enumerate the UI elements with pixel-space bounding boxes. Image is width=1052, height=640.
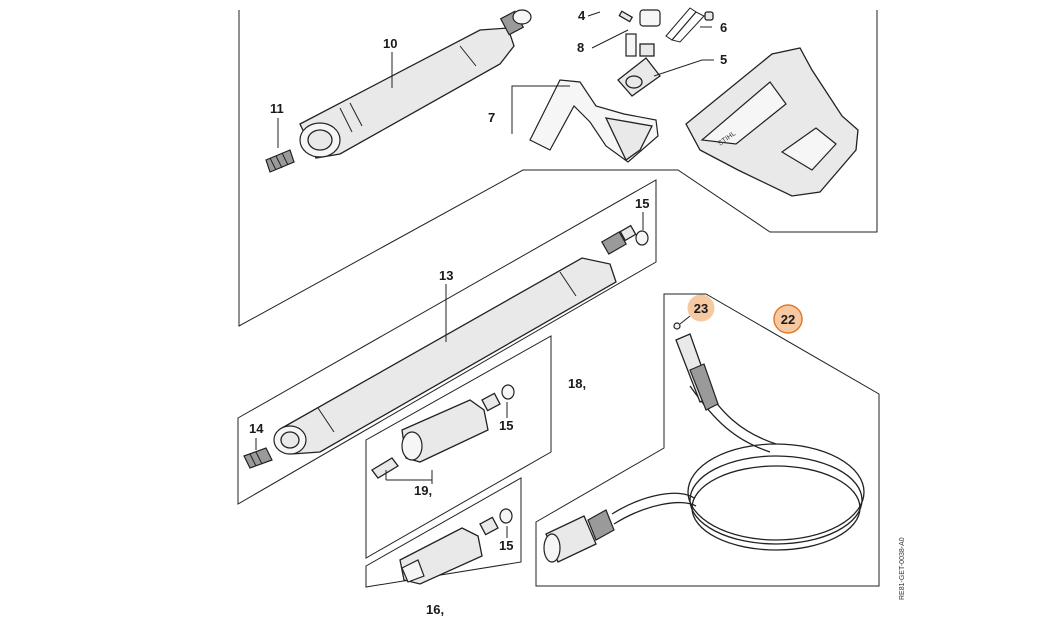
label-4: 4	[578, 8, 586, 23]
callout-22-text: 22	[781, 312, 795, 327]
part-8-valve[interactable]	[617, 33, 661, 97]
label-11: 11	[270, 101, 284, 116]
callout-22[interactable]: 22	[773, 304, 803, 334]
callout-23-bubble	[687, 294, 715, 322]
leader-23	[679, 315, 691, 325]
label-15b: 15	[499, 418, 513, 433]
label-15c: 15	[499, 538, 513, 553]
label-10: 10	[383, 36, 397, 51]
drawing-code: RE81-GET-0038-A0	[899, 537, 906, 600]
label-7: 7	[488, 110, 495, 125]
part-11-spring[interactable]	[265, 149, 295, 173]
part-22-hose[interactable]	[543, 333, 865, 563]
label-13: 13	[439, 268, 453, 283]
label-19: 19,	[414, 483, 432, 498]
callout-22-bubble	[773, 304, 803, 334]
part-15-oring-c[interactable]	[499, 508, 513, 524]
group-box-16	[365, 477, 522, 588]
leader-4	[587, 11, 601, 17]
group-box-18	[365, 335, 552, 559]
part-6-clip[interactable]	[665, 7, 714, 43]
group-box-lance	[237, 179, 657, 505]
label-18: 18,	[568, 376, 586, 391]
group-box-gun	[238, 10, 878, 327]
part-13-lance[interactable]	[273, 224, 637, 455]
group-box-hose	[535, 293, 880, 587]
part-14-spring[interactable]	[243, 447, 273, 469]
label-8: 8	[577, 40, 584, 55]
part-7-handle[interactable]	[529, 79, 659, 163]
part-5-gun-housing[interactable]: STIHL	[685, 47, 859, 197]
part-15-oring-b[interactable]	[501, 384, 515, 400]
leader-7	[511, 85, 570, 134]
label-5: 5	[720, 52, 727, 67]
part-4-pin[interactable]	[618, 9, 661, 27]
label-15a: 15	[635, 196, 649, 211]
label-14: 14	[249, 421, 264, 436]
part-18-nozzle[interactable]	[401, 392, 501, 463]
leader-8	[591, 29, 629, 49]
part-16-nozzle[interactable]	[399, 516, 499, 585]
callout-23-text: 23	[694, 301, 708, 316]
part-23-oring[interactable]	[673, 322, 681, 330]
part-19-insert[interactable]	[371, 457, 433, 481]
leader-5	[653, 59, 714, 77]
label-16: 16,	[426, 602, 444, 617]
part-15-oring-a[interactable]	[635, 230, 649, 246]
label-6: 6	[720, 20, 727, 35]
part-10-gun-tube[interactable]	[299, 9, 532, 159]
callout-23[interactable]: 23	[687, 294, 715, 322]
